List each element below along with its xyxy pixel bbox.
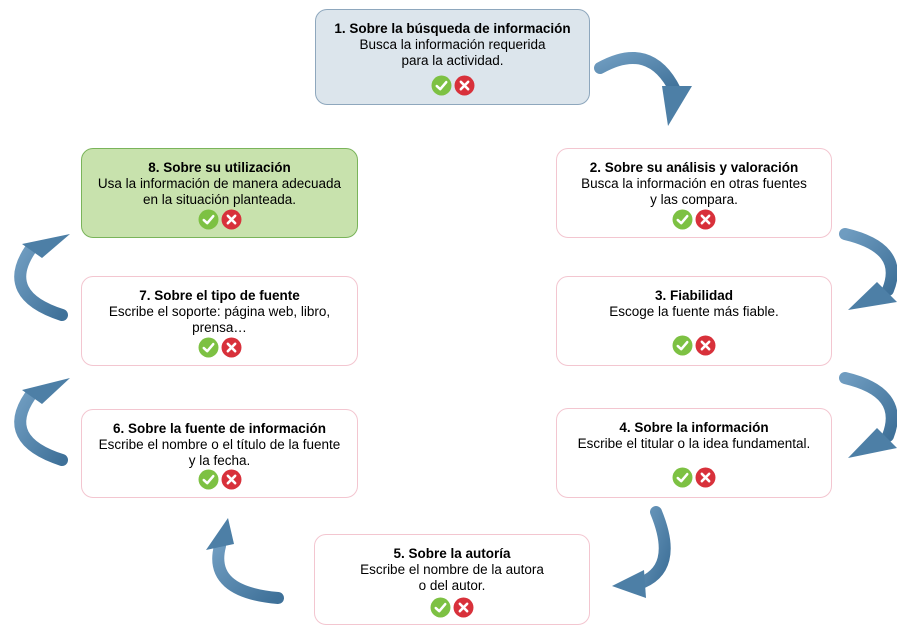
step-title: 2. Sobre su análisis y valoración (589, 160, 799, 175)
evaluation-icons (82, 469, 357, 491)
step-box-2: 2. Sobre su análisis y valoración Busca … (556, 148, 832, 238)
step-description: Escoge la fuente más fiable. (609, 304, 779, 319)
step-description: Escribe el nombre o el título de la fuen… (98, 437, 341, 468)
evaluation-icons (557, 335, 831, 357)
step-title: 8. Sobre su utilización (148, 160, 291, 175)
cross-circle-icon[interactable] (221, 469, 242, 490)
step-box-5: 5. Sobre la autoría Escribe el nombre de… (314, 534, 590, 625)
check-circle-icon[interactable] (198, 209, 219, 230)
check-circle-icon[interactable] (672, 335, 693, 356)
check-circle-icon[interactable] (672, 467, 693, 488)
step-description: Escribe el nombre de la autora o del aut… (360, 562, 544, 593)
step-description: Usa la información de manera adecuada en… (97, 176, 342, 207)
arrow-3-to-4 (839, 372, 897, 458)
step-description: Busca la información en otras fuentes y … (581, 176, 807, 207)
step-title: 5. Sobre la autoría (393, 546, 511, 561)
check-circle-icon[interactable] (198, 469, 219, 490)
check-circle-icon[interactable] (672, 209, 693, 230)
evaluation-icons (557, 209, 831, 231)
step-box-7: 7. Sobre el tipo de fuente Escribe el so… (81, 276, 358, 366)
cross-circle-icon[interactable] (453, 597, 474, 618)
evaluation-icons (557, 467, 831, 489)
step-box-4: 4. Sobre la información Escribe el titul… (556, 408, 832, 498)
cross-circle-icon[interactable] (221, 337, 242, 358)
step-box-3: 3. Fiabilidad Escoge la fuente más fiabl… (556, 276, 832, 366)
step-title: 3. Fiabilidad (654, 288, 733, 303)
evaluation-icons (82, 337, 357, 359)
arrow-1-to-2 (594, 51, 692, 126)
step-title: 1. Sobre la búsqueda de información (334, 21, 571, 36)
arrow-2-to-3 (839, 228, 897, 310)
arrow-4-to-5 (612, 506, 671, 598)
step-title: 6. Sobre la fuente de información (112, 421, 327, 436)
step-title: 4. Sobre la información (619, 420, 769, 435)
step-box-6: 6. Sobre la fuente de información Escrib… (81, 409, 358, 498)
step-description: Escribe el soporte: página web, libro, p… (108, 304, 331, 335)
cross-circle-icon[interactable] (695, 467, 716, 488)
cross-circle-icon[interactable] (695, 335, 716, 356)
arrow-5-to-6 (206, 518, 284, 604)
arrow-6-to-7 (14, 378, 70, 466)
cross-circle-icon[interactable] (695, 209, 716, 230)
check-circle-icon[interactable] (198, 337, 219, 358)
arrow-7-to-8 (14, 234, 70, 321)
step-description: Busca la información requerida para la a… (359, 37, 546, 68)
check-circle-icon[interactable] (431, 75, 452, 96)
evaluation-icons (315, 597, 589, 619)
cross-circle-icon[interactable] (221, 209, 242, 230)
step-box-1: 1. Sobre la búsqueda de información Busc… (315, 9, 590, 105)
evaluation-icons (316, 75, 589, 97)
step-title: 7. Sobre el tipo de fuente (139, 288, 300, 303)
evaluation-icons (82, 209, 357, 231)
step-description: Escribe el titular o la idea fundamental… (577, 436, 811, 451)
cross-circle-icon[interactable] (454, 75, 475, 96)
check-circle-icon[interactable] (430, 597, 451, 618)
step-box-8: 8. Sobre su utilización Usa la informaci… (81, 148, 358, 238)
